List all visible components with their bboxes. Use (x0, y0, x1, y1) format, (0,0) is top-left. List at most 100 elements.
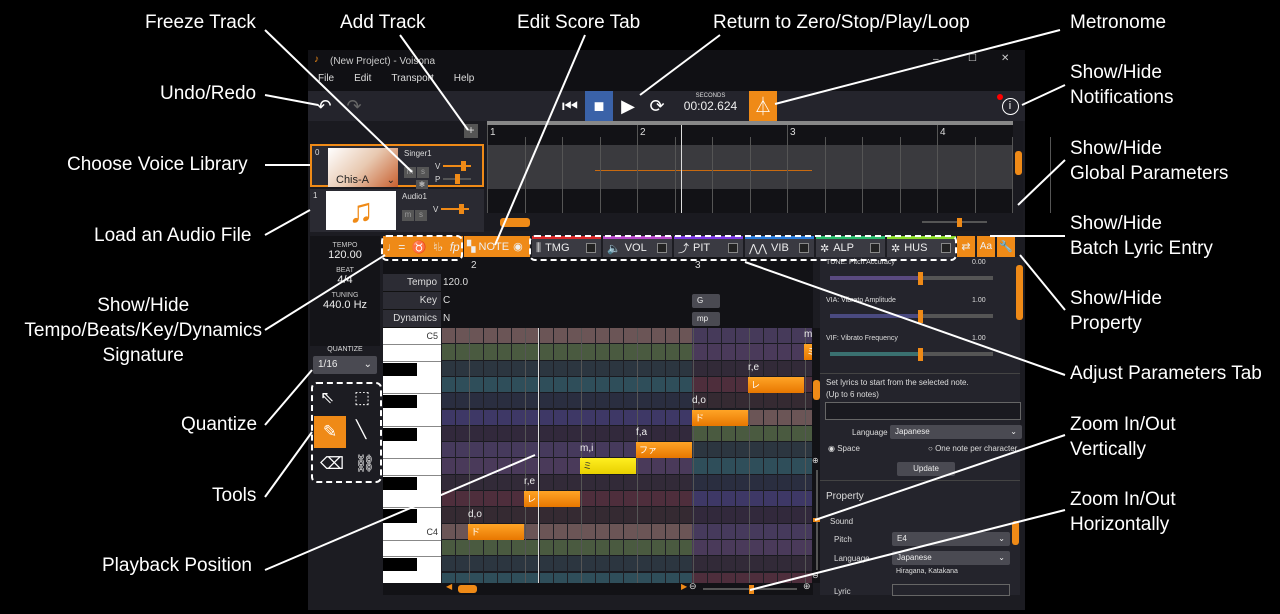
note[interactable]: ド (692, 409, 748, 426)
global-params-scrollbar[interactable] (1016, 265, 1023, 320)
param-visibility-checkbox[interactable] (799, 243, 809, 253)
global-params-toggle[interactable]: ⇄ (957, 236, 975, 257)
eye-icon[interactable]: ◉ (513, 241, 523, 253)
tuning-value[interactable]: 440.0 Hz (322, 299, 368, 311)
dynamics-toggle-icon[interactable]: fp (449, 239, 460, 254)
zoom-out-h-icon[interactable]: ⊖ (689, 581, 697, 591)
v-scrollbar-thumb[interactable] (813, 380, 820, 400)
batch-lyric-toggle[interactable]: Aa (977, 236, 995, 257)
load-audio-file-button[interactable]: ♫ (326, 191, 396, 230)
black-key[interactable] (383, 509, 417, 523)
maximize-button[interactable]: ☐ (968, 53, 977, 64)
property-language-select[interactable]: Japanese⌄ (892, 551, 1010, 565)
note[interactable]: ファ (636, 442, 692, 459)
freeze-track-button[interactable]: ❄ (416, 180, 428, 191)
lyric-input[interactable] (892, 584, 1010, 596)
key-row-value[interactable]: C (443, 295, 451, 306)
play-button[interactable]: ▶ (621, 95, 635, 116)
scroll-left-icon[interactable]: ◀ (446, 582, 453, 591)
black-key[interactable] (383, 476, 417, 490)
mute-button[interactable]: m (404, 167, 416, 178)
dynamics-change-marker[interactable]: mp (692, 312, 720, 326)
add-track-button[interactable]: + (464, 124, 478, 138)
timeline-v-scrollbar[interactable] (1015, 151, 1022, 175)
update-button[interactable]: Update (897, 462, 955, 476)
tab-edit-score[interactable]: ▚ NOTE◉ (464, 236, 530, 257)
eraser-tool-icon[interactable]: ⌫ (320, 454, 345, 473)
note[interactable]: ド (468, 523, 524, 540)
tab-alp[interactable]: ✲ALP (816, 236, 885, 257)
range-select-tool-icon[interactable]: ⬚ (354, 388, 371, 407)
zoom-out-v-icon[interactable]: ⊖ (812, 571, 819, 580)
menu-transport[interactable]: Transport (391, 73, 434, 84)
beat-toggle-icon[interactable]: ♉ (411, 239, 427, 254)
volume-slider[interactable] (441, 204, 469, 214)
menu-file[interactable]: File (318, 73, 335, 84)
slider-handle[interactable] (918, 310, 923, 323)
voice-library-selector[interactable]: Chis-A ⌄ (328, 148, 398, 187)
param-visibility-checkbox[interactable] (728, 243, 738, 253)
property-scrollbar[interactable] (1012, 521, 1019, 545)
volume-slider[interactable] (443, 161, 471, 171)
stop-button[interactable]: ■ (585, 91, 613, 121)
black-key[interactable] (383, 427, 417, 442)
tab-pit[interactable]: ⤴PIT (674, 236, 743, 257)
key-change-marker[interactable]: G (692, 294, 720, 308)
language-select[interactable]: Japanese⌄ (890, 425, 1022, 439)
key-toggle-icon[interactable]: ♮♭ (433, 239, 444, 254)
undo-button[interactable]: ↶ (316, 95, 332, 116)
tempo-row-value[interactable]: 120.0 (443, 277, 469, 288)
close-button[interactable]: ✕ (1001, 53, 1010, 64)
black-key[interactable] (383, 395, 417, 409)
zoom-in-h-icon[interactable]: ⊕ (803, 581, 811, 591)
pan-slider[interactable] (443, 174, 471, 184)
param-slider[interactable] (830, 272, 993, 285)
timeline-h-scrollbar[interactable] (500, 218, 530, 227)
slider-handle[interactable] (918, 272, 923, 285)
param-visibility-checkbox[interactable] (941, 243, 951, 253)
line-tool-icon[interactable]: ╲ (356, 420, 367, 439)
playback-position-line[interactable] (538, 328, 539, 583)
pencil-tool-icon[interactable]: ✎ (314, 416, 346, 448)
return-to-zero-button[interactable]: ⏮ (561, 95, 579, 116)
tab-hus[interactable]: ✲HUS (887, 236, 956, 257)
black-key[interactable] (383, 558, 417, 572)
tempo-toggle-icon[interactable]: ♩= (386, 239, 406, 254)
timeline-loop-bar[interactable] (487, 121, 1013, 125)
param-visibility-checkbox[interactable] (586, 243, 596, 253)
score-ruler[interactable]: 2 3 (383, 257, 813, 274)
param-slider[interactable] (830, 348, 993, 361)
slider-handle[interactable] (918, 348, 923, 361)
solo-button[interactable]: s (417, 167, 429, 178)
note[interactable]: レ (748, 376, 804, 393)
param-visibility-checkbox[interactable] (870, 243, 880, 253)
notifications-button[interactable]: i (996, 91, 1024, 121)
note[interactable]: ミ (804, 344, 812, 361)
mute-button[interactable]: m (402, 210, 414, 221)
redo-button[interactable]: ↷ (346, 95, 362, 116)
link-tool-icon[interactable]: ⛓ (354, 454, 376, 473)
tab-vol[interactable]: 🔈VOL (603, 236, 672, 257)
quantize-select[interactable]: 1/16⌄ (313, 356, 377, 374)
scroll-right-icon[interactable]: ▶ (681, 582, 688, 591)
note[interactable]: ミ (580, 458, 636, 475)
menu-help[interactable]: Help (453, 73, 475, 84)
loop-button[interactable]: ⟳ (649, 95, 665, 116)
param-visibility-checkbox[interactable] (657, 243, 667, 253)
param-slider[interactable] (830, 310, 993, 323)
dynamics-row-value[interactable]: N (443, 313, 451, 324)
minimize-button[interactable]: – (933, 54, 939, 65)
tempo-value[interactable]: 120.00 (328, 249, 362, 261)
radio-space[interactable]: ◉ Space (828, 444, 860, 453)
radio-one-note-per-char[interactable]: ○ One note per character (928, 444, 1018, 453)
solo-button[interactable]: s (415, 210, 427, 221)
zoom-in-v-icon[interactable]: ⊕ (812, 456, 819, 465)
batch-lyric-input[interactable] (825, 402, 1021, 420)
timeline-zoom-slider[interactable] (922, 218, 987, 227)
tab-tmg[interactable]: ⫼TMG (532, 236, 601, 257)
property-toggle[interactable]: 🔧 (997, 236, 1015, 257)
